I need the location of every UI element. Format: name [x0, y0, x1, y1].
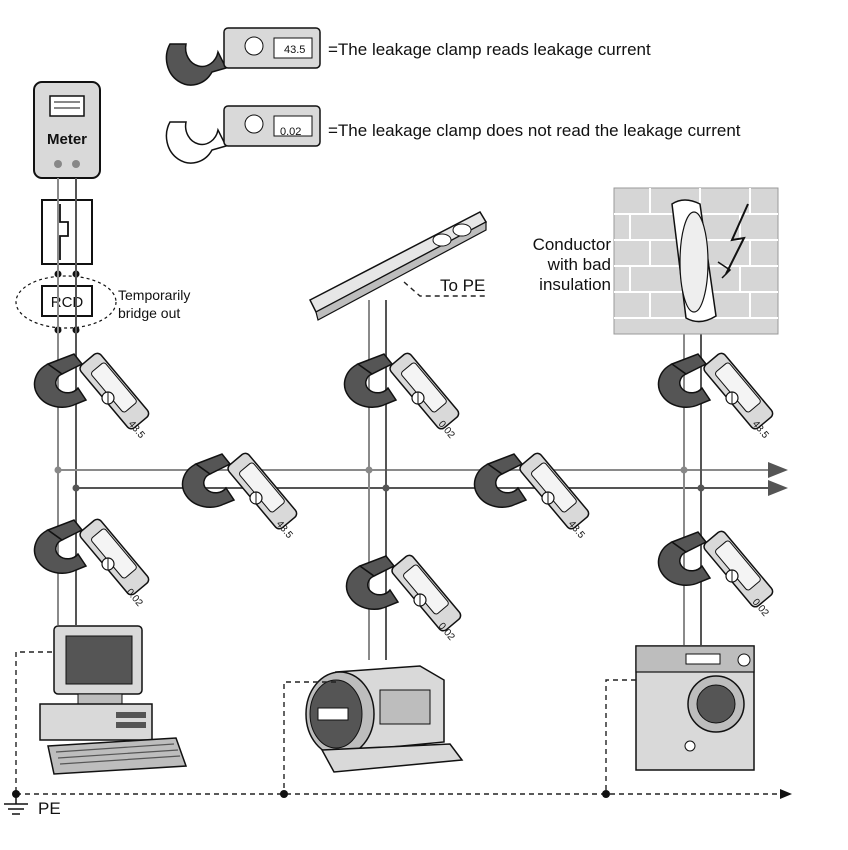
- clamp-motor: 0.02: [345, 552, 464, 643]
- computer: [39, 625, 188, 775]
- fault-line3: insulation: [539, 275, 611, 294]
- fault-line1: Conductor: [533, 235, 612, 254]
- brick-wall: [613, 187, 779, 335]
- clamp-computer-display: 0.02: [124, 587, 145, 609]
- clamp-washer-lower-display: 0.02: [750, 597, 771, 619]
- ground-symbol-icon: [4, 794, 28, 815]
- clamp-washer-upper: 43.5: [657, 350, 776, 441]
- rcd-note-line2: bridge out: [118, 305, 180, 321]
- lamp-note: To PE: [440, 276, 485, 295]
- junction-dots: [54, 466, 705, 492]
- fuse-box: [41, 199, 93, 265]
- rcd-box: [41, 285, 93, 317]
- clamp-lamp-upper: 0.02: [343, 350, 462, 441]
- meter-label: Meter: [47, 131, 87, 148]
- clamp-computer: 0.02: [33, 516, 152, 609]
- clamp-lamp-upper-display: 0.02: [436, 419, 457, 441]
- clamp-washer-upper-display: 43.5: [750, 419, 771, 441]
- lamp-pe-lead: [403, 281, 488, 297]
- pe-bus: [12, 651, 792, 799]
- legend-not-reads-display: 0.02: [280, 126, 301, 138]
- clamp-bus-left: 43.5: [181, 450, 300, 541]
- legend-reads-text: =The leakage clamp reads leakage current: [328, 40, 651, 59]
- clamp-feed-upper: 43.5: [33, 350, 152, 441]
- rcd-note-line1: Temporarily: [118, 287, 190, 303]
- electric-motor: [305, 665, 464, 773]
- clamp-bus-left-display: 43.5: [274, 519, 295, 541]
- clamp-bus-right-display: 43.5: [566, 519, 587, 541]
- legend-reads-display: 43.5: [284, 44, 305, 56]
- legend-not-reads-text: =The leakage clamp does not read the lea…: [328, 121, 741, 140]
- fault-line2: with bad: [547, 255, 611, 274]
- legend-reads: 43.5 =The leakage clamp reads leakage cu…: [165, 27, 651, 86]
- electricity-meter: [33, 81, 101, 179]
- washing-machine: [635, 645, 755, 771]
- legend-not-reads: 0.02 =The leakage clamp does not read th…: [165, 105, 741, 164]
- clamp-bus-right: 43.5: [473, 450, 592, 541]
- rcd-bypass-outline: [15, 275, 117, 329]
- fluorescent-lamp: [308, 211, 488, 321]
- clamp-feed-upper-display: 43.5: [126, 419, 147, 441]
- rcd-label: RCD: [51, 294, 84, 311]
- pe-label: PE: [38, 799, 61, 818]
- clamp-washer-lower: 0.02: [657, 528, 776, 619]
